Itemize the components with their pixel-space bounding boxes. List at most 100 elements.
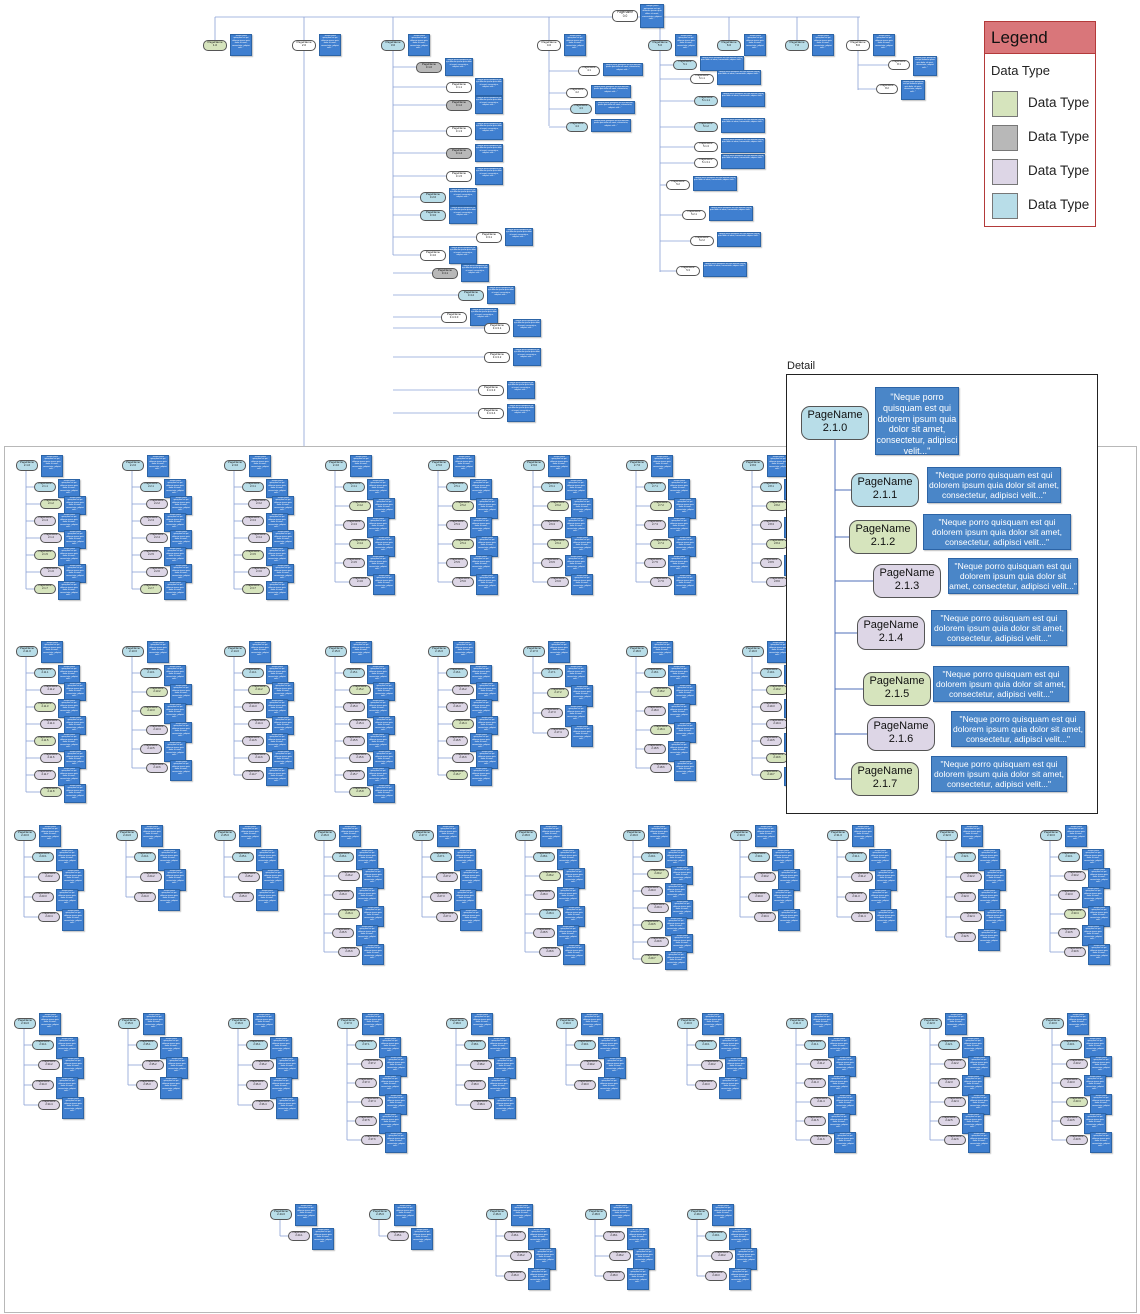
page-node-2-3-6[interactable]: PageName2.3.6 <box>248 567 270 577</box>
page-node-2-35-2[interactable]: PageName2.35.2 <box>142 1060 164 1070</box>
page-node-2-41-1[interactable]: PageName2.41.1 <box>804 1040 826 1050</box>
page-node-2-33-5[interactable]: PageName2.33.5 <box>1058 928 1080 938</box>
page-node-2-7-1[interactable]: PageName2.7.1 <box>644 482 666 492</box>
detail-node-2-1-3[interactable]: PageName2.1.3 <box>873 564 941 598</box>
page-node-2-34-2[interactable]: PageName2.34.2 <box>38 1060 60 1070</box>
page-node-2-15-6[interactable]: PageName2.15.6 <box>349 753 371 763</box>
page-node-2-1-4[interactable]: PageName2.1.4 <box>40 533 62 543</box>
page-node-2-31-4[interactable]: PageName2.31.4 <box>851 912 873 922</box>
page-node-2-23-2[interactable]: PageName2.23.2 <box>38 872 60 882</box>
page-node-2-1-3[interactable]: PageName2.1.3 <box>34 516 56 526</box>
page-node-2-38-3[interactable]: PageName2.38.3 <box>464 1080 486 1090</box>
group-root-2-39-0[interactable]: PageName2.39.0 <box>556 1018 578 1029</box>
page-node-2-35-3[interactable]: PageName2.35.3 <box>136 1080 158 1090</box>
detail-node-2-1-7[interactable]: PageName2.1.7 <box>851 762 919 796</box>
page-node-2-8-1[interactable]: PageName2.8.1 <box>760 482 782 492</box>
page-node-2-2-1[interactable]: PageName2.2.1 <box>140 482 162 492</box>
page-node-2-13-2[interactable]: PageName2.13.2 <box>146 687 168 697</box>
page-node-2-27-4[interactable]: PageName2.27.4 <box>436 912 458 922</box>
group-root-2-34-0[interactable]: PageName2.34.0 <box>14 1018 36 1029</box>
page-node-2-32-5[interactable]: PageName2.32.5 <box>954 932 976 942</box>
page-node-2-27-2[interactable]: PageName2.27.2 <box>436 872 458 882</box>
page-node-top-6-0[interactable]: PageName6.0 <box>717 40 741 51</box>
page-node-2-16-3[interactable]: PageName2.16.3 <box>446 702 468 712</box>
page-node-2-29-5[interactable]: PageName2.29.5 <box>641 920 663 930</box>
page-node-5-1-1-1[interactable]: PageName5.1.1.1 <box>694 96 718 106</box>
group-root-2-5-0[interactable]: PageName2.5.0 <box>428 460 450 471</box>
page-node-3-1-0[interactable]: PageName3.1.0 <box>416 62 442 73</box>
page-node-2-5-1[interactable]: PageName2.5.1 <box>446 482 468 492</box>
page-node-top-4-0[interactable]: PageName4.0 <box>537 40 561 51</box>
page-node-2-17-3[interactable]: PageName2.17.3 <box>541 708 563 718</box>
group-root-2-38-0[interactable]: PageName2.38.0 <box>446 1018 468 1029</box>
page-node-2-11-4[interactable]: PageName2.11.4 <box>40 719 62 729</box>
page-node-2-30-1[interactable]: PageName2.30.1 <box>748 852 770 862</box>
page-node-2-11-5[interactable]: PageName2.11.5 <box>34 736 56 746</box>
group-root-2-8-0[interactable]: PageName2.8.0 <box>742 460 764 471</box>
page-node-2-30-3[interactable]: PageName2.30.3 <box>748 892 770 902</box>
page-node-2-19-4[interactable]: PageName2.19.4 <box>766 719 788 729</box>
page-node-2-8-6[interactable]: PageName2.8.6 <box>766 577 788 587</box>
page-node-2-43-5[interactable]: PageName2.43.5 <box>1060 1116 1082 1126</box>
page-node-2-42-6[interactable]: PageName2.42.6 <box>944 1135 966 1145</box>
page-node-2-4-4[interactable]: PageName2.4.4 <box>349 539 371 549</box>
group-root-2-36-0[interactable]: PageName2.36.0 <box>228 1018 250 1029</box>
page-node-2-14-2[interactable]: PageName2.14.2 <box>248 685 270 695</box>
page-node-2-7-4[interactable]: PageName2.7.4 <box>650 539 672 549</box>
group-root-2-27-0[interactable]: PageName2.27.0 <box>412 830 434 841</box>
page-node-8-2[interactable]: PageName8.2 <box>876 84 898 94</box>
group-root-2-30-0[interactable]: PageName2.30.0 <box>730 830 752 841</box>
page-node-2-37-5[interactable]: PageName2.37.5 <box>355 1116 377 1126</box>
page-node-2-42-3[interactable]: PageName2.42.3 <box>938 1078 960 1088</box>
page-node-2-43-2[interactable]: PageName2.43.2 <box>1066 1059 1088 1069</box>
page-node-2-34-1[interactable]: PageName2.34.1 <box>32 1040 54 1050</box>
page-node-2-28-4[interactable]: PageName2.28.4 <box>539 909 561 919</box>
page-node-2-37-4[interactable]: PageName2.37.4 <box>361 1097 383 1107</box>
page-node-2-43-4[interactable]: PageName2.43.4 <box>1066 1097 1088 1107</box>
group-root-2-14-0[interactable]: PageName2.14.0 <box>224 646 246 657</box>
page-node-2-16-5[interactable]: PageName2.16.5 <box>446 736 468 746</box>
page-node-2-46-2[interactable]: PageName2.46.2 <box>510 1251 532 1261</box>
page-node-2-6-1[interactable]: PageName2.6.1 <box>541 482 563 492</box>
page-node-2-11-2[interactable]: PageName2.11.2 <box>40 685 62 695</box>
page-node-2-13-1[interactable]: PageName2.13.1 <box>140 668 162 678</box>
page-node-2-36-3[interactable]: PageName2.36.3 <box>246 1080 268 1090</box>
page-node-2-1-6[interactable]: PageName2.1.6 <box>40 567 62 577</box>
page-node-2-13-4[interactable]: PageName2.13.4 <box>146 725 168 735</box>
group-root-2-19-0[interactable]: PageName2.19.0 <box>742 646 764 657</box>
page-node-2-24-3[interactable]: PageName2.24.3 <box>134 892 156 902</box>
page-node-2-18-3[interactable]: PageName2.18.3 <box>644 706 666 716</box>
group-root-2-15-0[interactable]: PageName2.15.0 <box>325 646 347 657</box>
page-node-root[interactable]: PageName0.0 <box>612 10 638 22</box>
page-node-2-36-2[interactable]: PageName2.36.2 <box>252 1060 274 1070</box>
page-node-2-41-3[interactable]: PageName2.41.3 <box>804 1078 826 1088</box>
page-node-2-2-5[interactable]: PageName2.2.5 <box>140 550 162 560</box>
page-node-2-6-4[interactable]: PageName2.6.4 <box>547 539 569 549</box>
page-node-2-32-1[interactable]: PageName2.32.1 <box>954 852 976 862</box>
page-node-2-41-2[interactable]: PageName2.41.2 <box>810 1059 832 1069</box>
page-node-2-1-7[interactable]: PageName2.1.7 <box>34 584 56 594</box>
page-node-2-27-3[interactable]: PageName2.27.3 <box>430 892 452 902</box>
group-root-2-23-0[interactable]: PageName2.23.0 <box>14 830 36 841</box>
page-node-2-35-1[interactable]: PageName2.35.1 <box>136 1040 158 1050</box>
group-root-2-4-0[interactable]: PageName2.4.0 <box>325 460 347 471</box>
page-node-2-5-5[interactable]: PageName2.5.5 <box>446 558 468 568</box>
page-node-2-17-4[interactable]: PageName2.17.4 <box>547 728 569 738</box>
page-node-2-1-1[interactable]: PageName2.1.1 <box>34 482 56 492</box>
page-node-2-11-3[interactable]: PageName2.11.3 <box>34 702 56 712</box>
page-node-2-2-3[interactable]: PageName2.2.3 <box>140 516 162 526</box>
page-node-3-4-2[interactable]: PageName3.4.2 <box>458 290 484 301</box>
page-node-2-19-6[interactable]: PageName2.19.6 <box>766 753 788 763</box>
group-root-2-46-0[interactable]: PageName2.46.0 <box>486 1209 508 1220</box>
page-node-2-23-3[interactable]: PageName2.23.3 <box>32 892 54 902</box>
group-root-2-13-0[interactable]: PageName2.13.0 <box>122 646 144 657</box>
page-node-5-1-1[interactable]: PageName5.1.1 <box>690 74 714 84</box>
page-node-3-4-0[interactable]: PageName3.4.0 <box>420 250 446 261</box>
page-node-2-11-8[interactable]: PageName2.11.8 <box>40 787 62 797</box>
page-node-2-5-2[interactable]: PageName2.5.2 <box>452 501 474 511</box>
page-node-2-7-6[interactable]: PageName2.7.6 <box>650 577 672 587</box>
page-node-2-14-7[interactable]: PageName2.14.7 <box>242 770 264 780</box>
page-node-2-6-2[interactable]: PageName2.6.2 <box>547 501 569 511</box>
page-node-2-14-4[interactable]: PageName2.14.4 <box>248 719 270 729</box>
page-node-2-26-4[interactable]: PageName2.26.4 <box>338 909 360 919</box>
